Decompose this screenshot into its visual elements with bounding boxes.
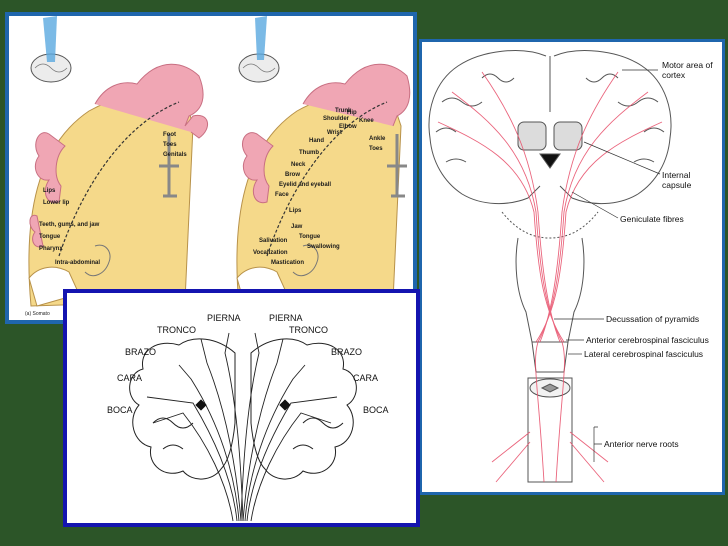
left-node-marker — [195, 399, 206, 410]
hlabel-right-17: Swallowing — [307, 244, 340, 250]
hlabel-left-1: Toes — [163, 142, 177, 148]
spinal-cord — [528, 378, 572, 482]
hlabel-right-0: Ankle — [369, 136, 386, 142]
label-anterior-fasciculus: Anterior cerebrospinal fasciculus — [586, 335, 709, 345]
hlabel-right-1: Toes — [369, 146, 383, 152]
hlabel-right-8: Hand — [309, 138, 324, 144]
hlabel-right-9: Thumb — [299, 150, 319, 156]
fiber-tracts — [147, 333, 337, 521]
label-anterior-nerve-roots: Anterior nerve roots — [604, 439, 679, 449]
label-left-cara: CARA — [117, 373, 142, 383]
right-brain-icon — [239, 16, 279, 82]
hlabel-right-15: Jaw — [291, 224, 303, 230]
homunculus-figure: Foot Toes Genitals Lower lip Lips Teeth,… — [9, 16, 413, 320]
label-internal-capsule-line2: capsule — [662, 180, 692, 190]
hlabel-right-7: Wrist — [327, 130, 342, 136]
hlabel-right-14: Lips — [289, 208, 302, 214]
hlabel-left-2: Genitals — [163, 152, 187, 158]
hlabel-left-7: Pharynx — [39, 246, 63, 252]
hlabel-right-13: Face — [275, 192, 289, 198]
hlabel-left-4: Lips — [43, 188, 56, 194]
hlabel-left-5: Teeth, gums, and jaw — [39, 222, 100, 228]
hlabel-left-6: Tongue — [39, 234, 61, 240]
label-internal-capsule-line1: Internal — [662, 170, 690, 180]
hlabel-right-20: Mastication — [271, 260, 304, 266]
label-right-pierna: PIERNA — [269, 313, 303, 323]
right-node-marker — [279, 399, 290, 410]
label-left-pierna: PIERNA — [207, 313, 241, 323]
motor-map-figure: PIERNA TRONCO BRAZO CARA BOCA PIERNA TRO… — [67, 293, 416, 523]
hlabel-left-0: Foot — [163, 132, 176, 138]
label-right-tronco: TRONCO — [289, 325, 328, 335]
pyramidal-tract-panel: Motor area of cortex Internal capsule Ge… — [419, 39, 725, 495]
label-lateral-fasciculus: Lateral cerebrospinal fasciculus — [584, 349, 703, 359]
pyramidal-tract-figure: Motor area of cortex Internal capsule Ge… — [422, 42, 722, 492]
hlabel-right-11: Brow — [285, 172, 300, 178]
homunculus-panel: Foot Toes Genitals Lower lip Lips Teeth,… — [5, 12, 417, 324]
hlabel-right-16: Tongue — [299, 234, 321, 240]
label-right-boca: BOCA — [363, 405, 389, 415]
hlabel-right-19: Vocalization — [253, 250, 288, 256]
hlabel-left-3: Lower lip — [43, 200, 70, 206]
homunculus-caption: (a) Somato — [25, 311, 50, 317]
hlabel-right-12: Eyelid and eyeball — [279, 182, 331, 188]
left-brain-icon — [31, 16, 71, 82]
label-left-brazo: BRAZO — [125, 347, 156, 357]
label-left-tronco: TRONCO — [157, 325, 196, 335]
hlabel-right-10: Neck — [291, 162, 306, 168]
label-left-boca: BOCA — [107, 405, 133, 415]
hemisphere-outlines — [130, 339, 357, 479]
hlabel-left-8: Intra-abdominal — [55, 260, 100, 266]
label-motor-area-line2: cortex — [662, 70, 686, 80]
label-decussation: Decussation of pyramids — [606, 314, 699, 324]
hlabel-right-4: Trunk — [335, 108, 352, 114]
label-geniculate-fibres: Geniculate fibres — [620, 214, 684, 224]
label-right-cara: CARA — [353, 373, 378, 383]
motor-map-panel: PIERNA TRONCO BRAZO CARA BOCA PIERNA TRO… — [63, 289, 420, 527]
label-right-brazo: BRAZO — [331, 347, 362, 357]
hlabel-right-18: Salivation — [259, 238, 288, 244]
hlabel-right-5: Shoulder — [323, 116, 350, 122]
hlabel-right-2: Knee — [359, 118, 374, 124]
label-motor-area-line1: Motor area of — [662, 60, 713, 70]
left-cortex-section — [29, 64, 208, 306]
